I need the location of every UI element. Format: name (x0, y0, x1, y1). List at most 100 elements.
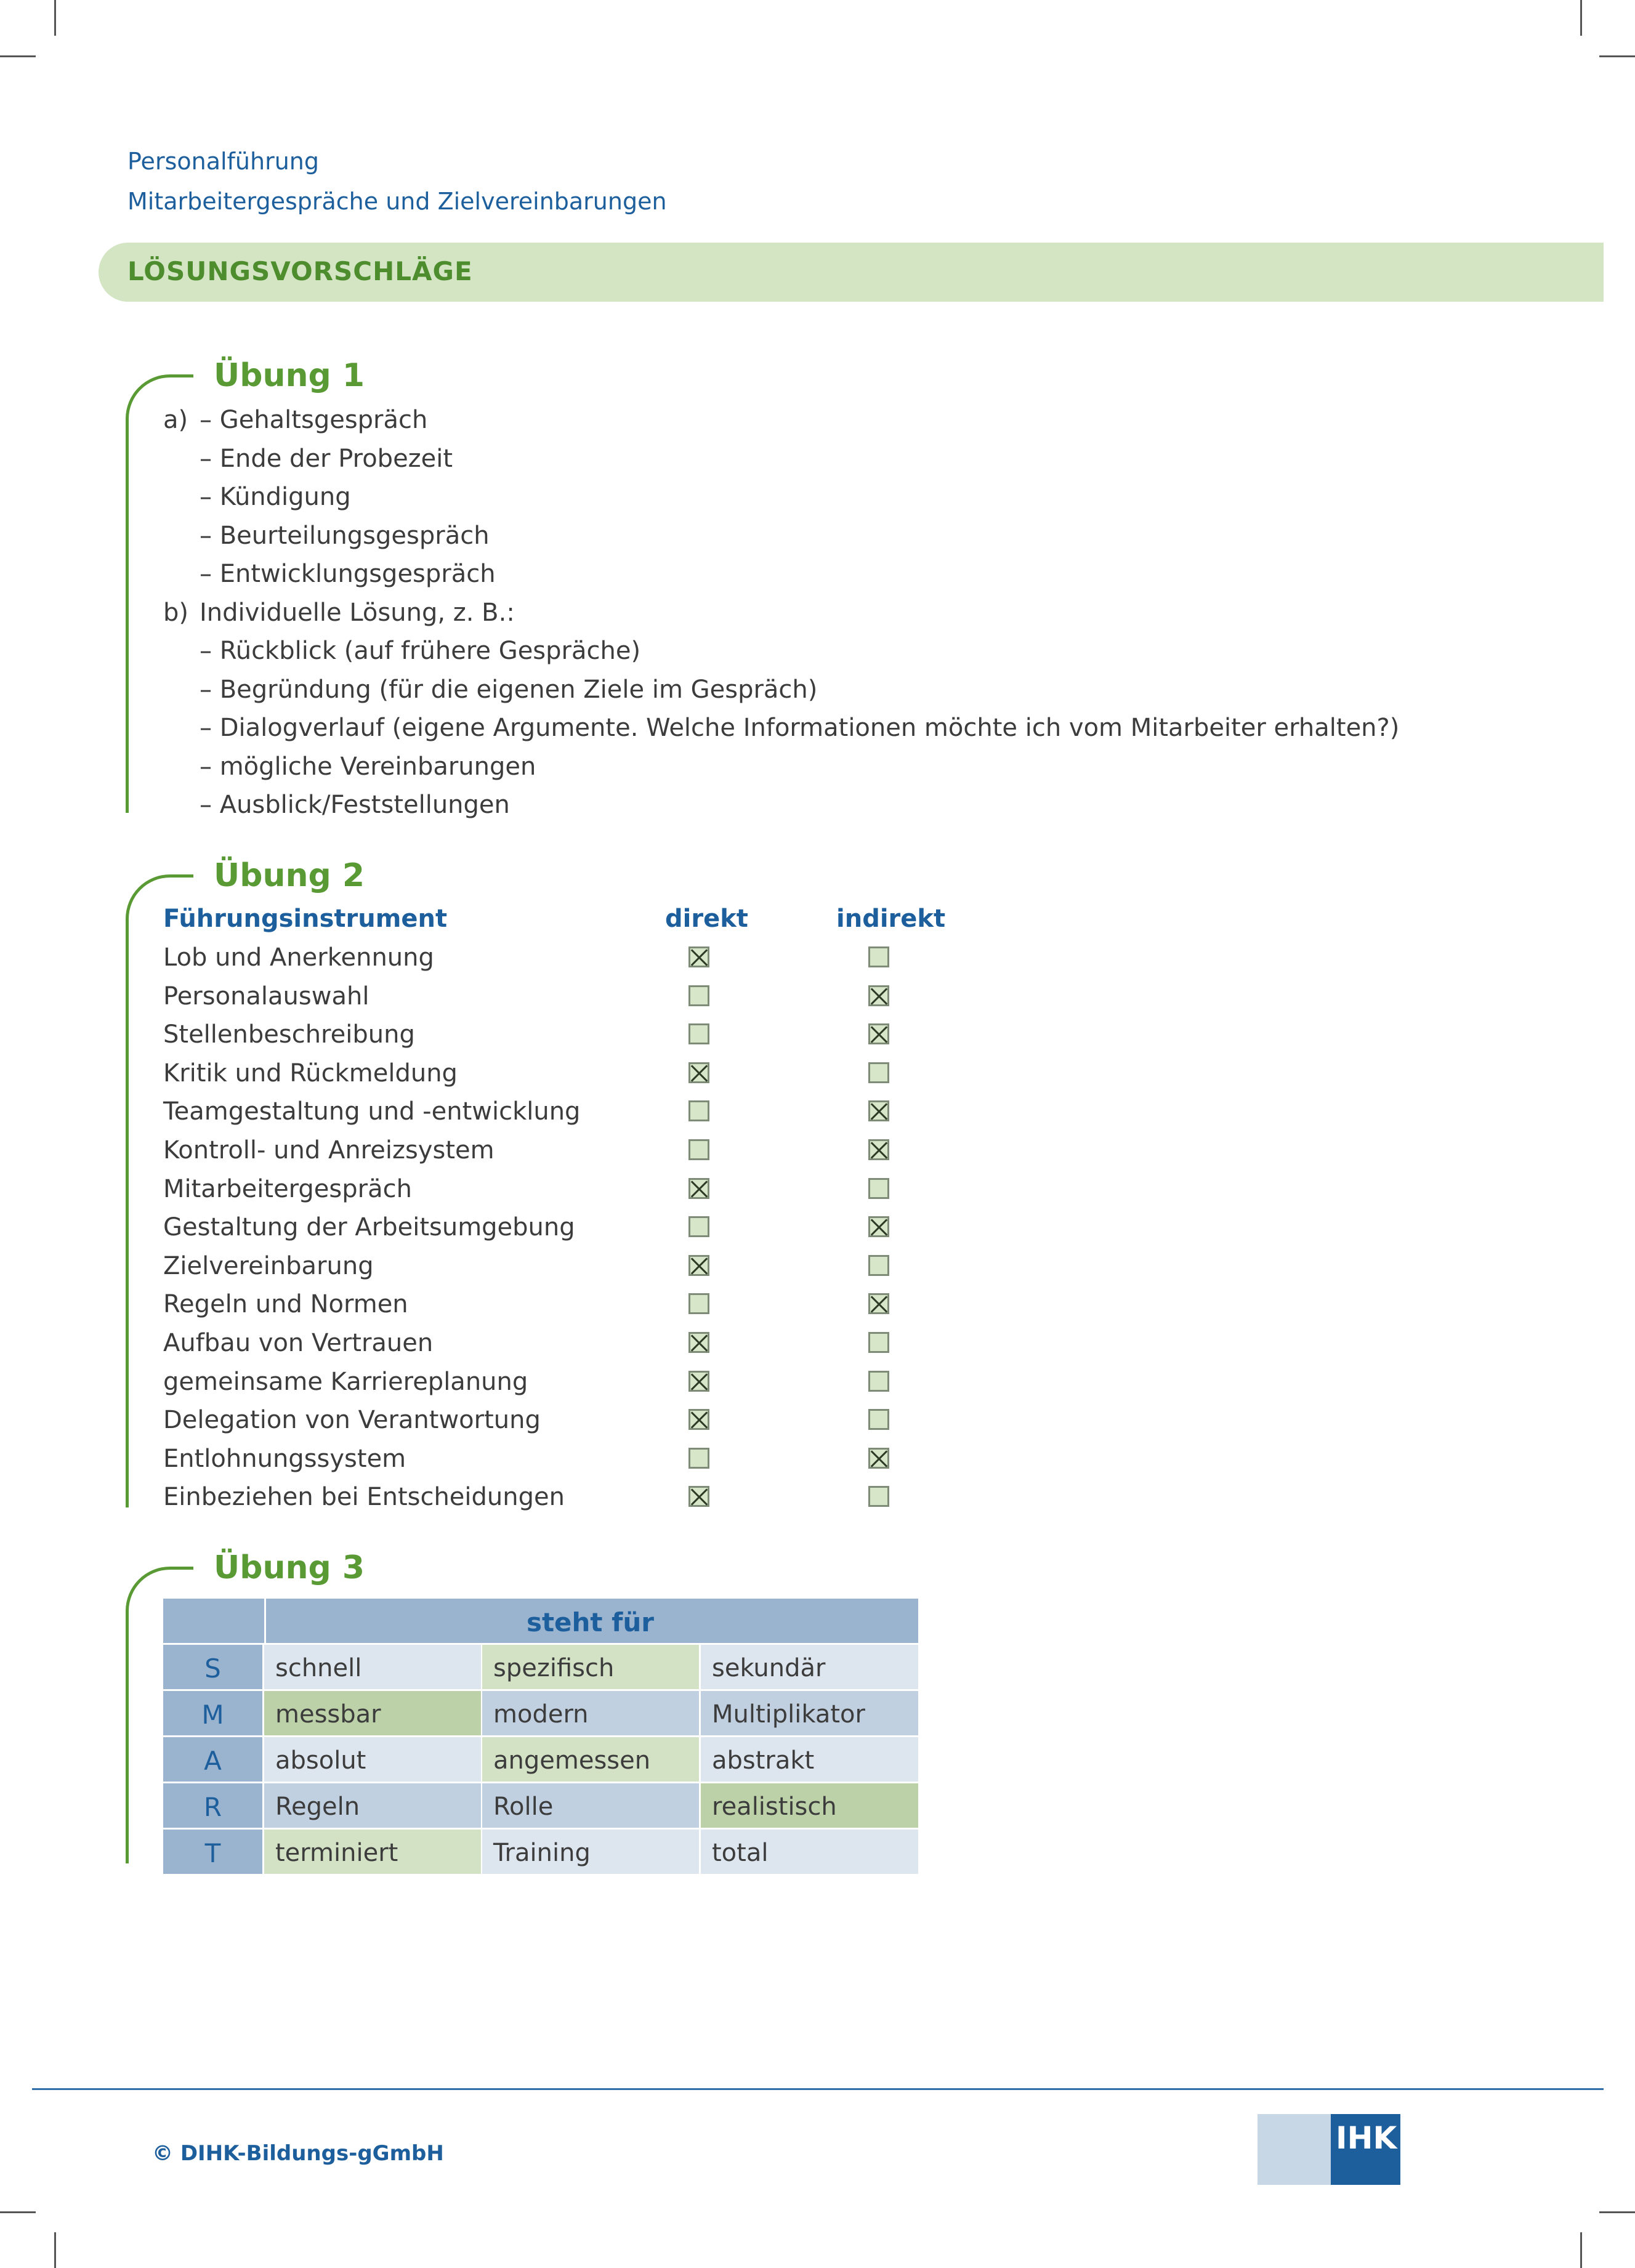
smart-option-text: Rolle (493, 1793, 554, 1821)
section-bracket-3 (126, 1567, 193, 1863)
checkbox-indirekt[interactable] (868, 1100, 889, 1122)
instrument-label: Zielvereinbarung (163, 1251, 374, 1280)
instrument-label: Kritik und Rückmeldung (163, 1059, 458, 1088)
smart-option-cell: messbar (264, 1691, 481, 1735)
instrument-label: Entlohnungssystem (163, 1444, 406, 1473)
checkbox-indirekt[interactable] (868, 946, 889, 967)
checkbox-indirekt[interactable] (868, 1332, 889, 1353)
smart-option-text: schnell (275, 1654, 362, 1682)
smart-letter-text: A (204, 1746, 222, 1776)
smart-header-divider (264, 1599, 266, 1643)
header-topic: Mitarbeitergespräche und Zielvereinbarun… (127, 188, 667, 215)
list-item: – Entwicklungsgespräch (200, 560, 496, 588)
crop-mark-top-left-v (54, 0, 56, 36)
checkbox-direkt[interactable] (688, 1370, 709, 1392)
smart-option-cell: total (701, 1830, 918, 1874)
crop-mark-top-right-v (1580, 0, 1582, 36)
crop-mark-bottom-left-h (0, 2211, 36, 2213)
smart-option-cell: modern (482, 1691, 699, 1735)
smart-option-text: absolut (275, 1746, 366, 1775)
instrument-label: Personalauswahl (163, 982, 369, 1011)
checkbox-indirekt[interactable] (868, 985, 889, 1006)
ihk-logo: IHK (1331, 2114, 1400, 2185)
smart-option-cell: Multiplikator (701, 1691, 918, 1735)
smart-letter-text: T (204, 1838, 221, 1868)
checkbox-indirekt[interactable] (868, 1177, 889, 1199)
smart-option-text: total (712, 1839, 769, 1867)
instrument-label: gemeinsame Karriereplanung (163, 1367, 528, 1396)
smart-option-cell: Rolle (482, 1783, 699, 1828)
checkbox-direkt[interactable] (688, 985, 709, 1006)
checkbox-indirekt[interactable] (868, 1254, 889, 1276)
smart-option-text: angemessen (493, 1746, 651, 1775)
list-item: – Ende der Probezeit (200, 444, 453, 473)
uebung1-title: Übung 1 (214, 357, 365, 394)
crop-mark-top-right-h (1599, 55, 1635, 57)
smart-option-cell: Training (482, 1830, 699, 1874)
list-item: – Ausblick/Feststellungen (200, 791, 510, 819)
uebung2-title: Übung 2 (214, 857, 365, 894)
column-header-direkt: direkt (665, 905, 748, 933)
checkbox-direkt[interactable] (688, 1486, 709, 1507)
checkbox-direkt[interactable] (688, 1216, 709, 1238)
column-header-indirekt: indirekt (836, 905, 946, 933)
smart-letter: M (163, 1691, 262, 1735)
checkbox-indirekt[interactable] (868, 1216, 889, 1238)
instrument-label: Delegation von Verantwortung (163, 1406, 541, 1435)
smart-option-text: abstrakt (712, 1746, 815, 1775)
checkbox-indirekt[interactable] (868, 1062, 889, 1083)
smart-option-text: Regeln (275, 1793, 360, 1821)
instrument-label: Lob und Anerkennung (163, 943, 434, 972)
checkbox-indirekt[interactable] (868, 1139, 889, 1160)
banner-title: LÖSUNGSVORSCHLÄGE (127, 256, 473, 286)
smart-option-cell: Regeln (264, 1783, 481, 1828)
checkbox-direkt[interactable] (688, 1332, 709, 1353)
smart-option-cell: sekundär (701, 1645, 918, 1689)
smart-letter: A (163, 1737, 262, 1782)
checkbox-direkt[interactable] (688, 1177, 709, 1199)
smart-option-text: spezifisch (493, 1654, 615, 1682)
list-marker-a: a) (163, 406, 188, 434)
instrument-label: Teamgestaltung und -entwicklung (163, 1097, 581, 1126)
smart-option-cell: schnell (264, 1645, 481, 1689)
list-marker-b: b) (163, 598, 188, 627)
list-intro: Individuelle Lösung, z. B.: (200, 598, 515, 627)
checkbox-direkt[interactable] (688, 1409, 709, 1431)
list-item: – Kündigung (200, 483, 351, 511)
header-subject: Personalführung (127, 148, 319, 175)
checkbox-indirekt[interactable] (868, 1409, 889, 1431)
smart-option-text: Multiplikator (712, 1700, 865, 1729)
smart-option-text: realistisch (712, 1793, 837, 1821)
smart-option-text: messbar (275, 1700, 381, 1729)
checkbox-direkt[interactable] (688, 1139, 709, 1160)
smart-letter-text: R (203, 1792, 222, 1822)
crop-mark-bottom-right-v (1580, 2232, 1582, 2268)
list-item: – mögliche Vereinbarungen (200, 752, 536, 781)
smart-letter: S (163, 1645, 262, 1689)
checkbox-direkt[interactable] (688, 1254, 709, 1276)
checkbox-direkt[interactable] (688, 1447, 709, 1469)
checkbox-direkt[interactable] (688, 946, 709, 967)
smart-letter-text: M (201, 1700, 224, 1730)
checkbox-indirekt[interactable] (868, 1023, 889, 1045)
instrument-label: Einbeziehen bei Entscheidungen (163, 1483, 565, 1512)
instrument-label: Stellenbeschreibung (163, 1020, 415, 1049)
crop-mark-bottom-right-h (1599, 2211, 1635, 2213)
smart-option-cell: abstrakt (701, 1737, 918, 1782)
checkbox-indirekt[interactable] (868, 1370, 889, 1392)
smart-option-cell: spezifisch (482, 1645, 699, 1689)
list-item: – Begründung (für die eigenen Ziele im G… (200, 675, 818, 704)
checkbox-direkt[interactable] (688, 1293, 709, 1315)
crop-mark-top-left-h (0, 55, 36, 57)
checkbox-indirekt[interactable] (868, 1447, 889, 1469)
checkbox-direkt[interactable] (688, 1023, 709, 1045)
smart-option-text: modern (493, 1700, 589, 1729)
smart-option-text: terminiert (275, 1839, 398, 1867)
instrument-label: Kontroll- und Anreizsystem (163, 1136, 495, 1164)
checkbox-direkt[interactable] (688, 1100, 709, 1122)
checkbox-indirekt[interactable] (868, 1486, 889, 1507)
checkbox-indirekt[interactable] (868, 1293, 889, 1315)
list-item: – Rückblick (auf frühere Gespräche) (200, 637, 641, 665)
checkbox-direkt[interactable] (688, 1062, 709, 1083)
instrument-label: Regeln und Normen (163, 1290, 408, 1319)
